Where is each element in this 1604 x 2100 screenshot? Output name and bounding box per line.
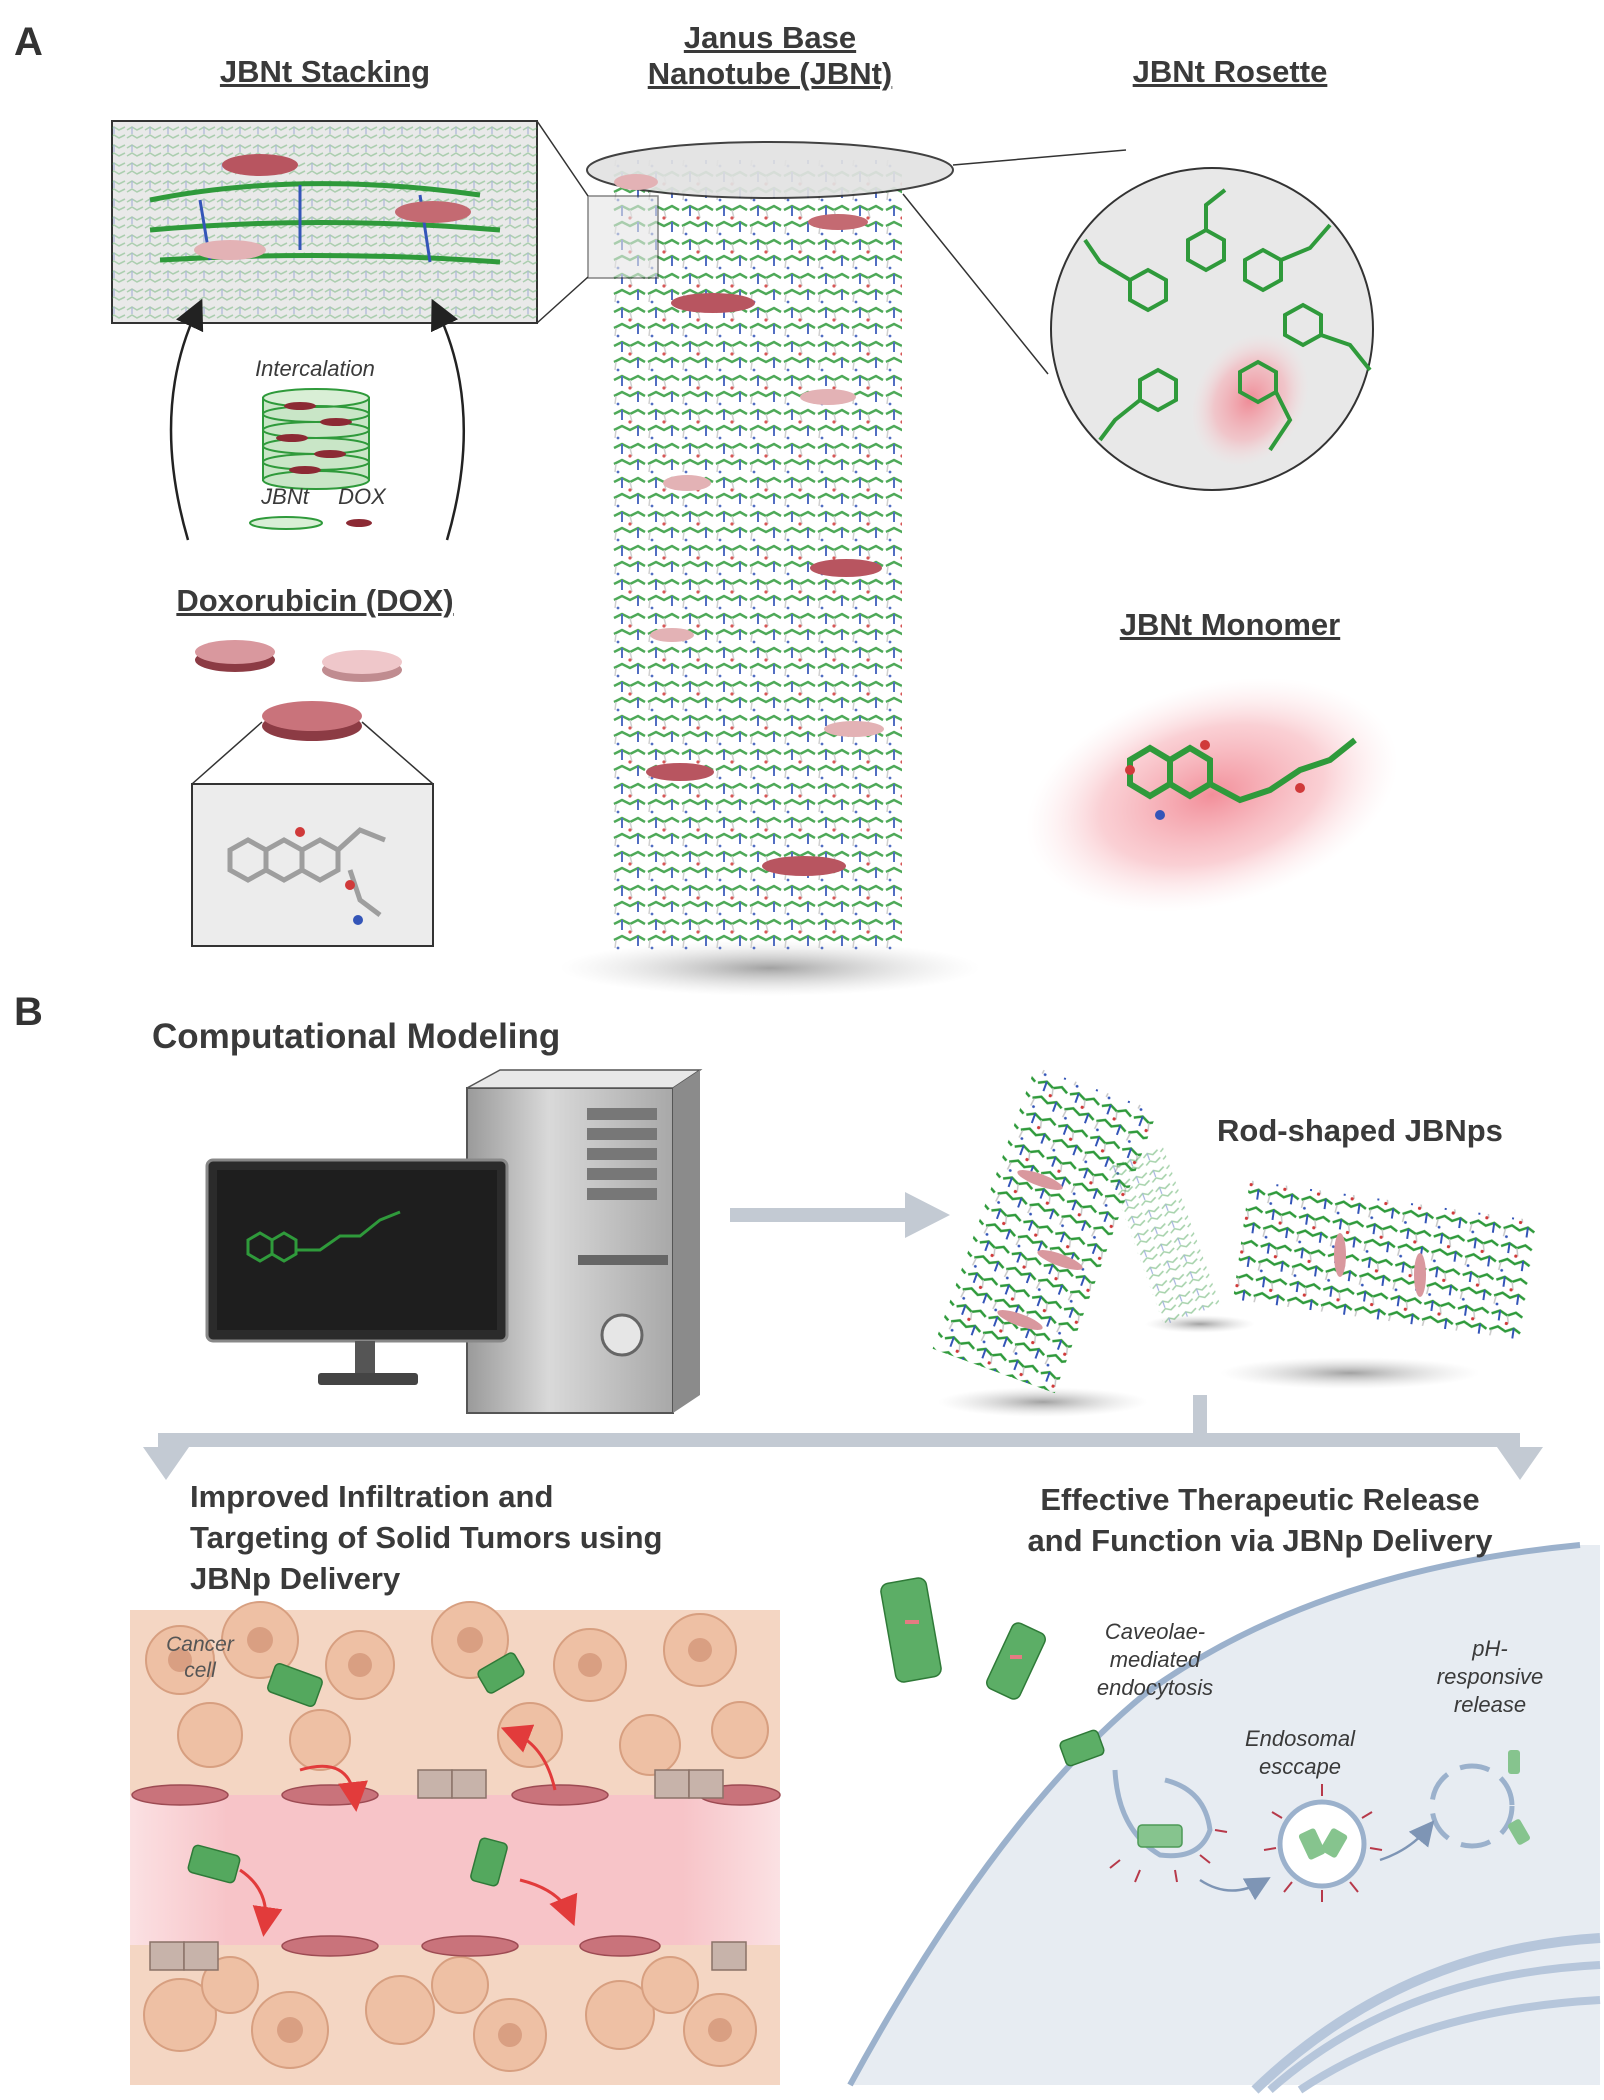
ph-release-label: pH- responsive release [1420,1635,1560,1719]
intercalation-label: Intercalation [255,356,375,381]
legend-jbnt-label: JBNt [261,484,309,509]
rosette-title: JBNt Rosette [1132,54,1328,89]
computer [205,1069,703,1414]
cell-interior [847,1542,1601,2094]
caveolae-line1: Caveolae- [1104,1619,1206,1644]
dox-title: Doxorubicin (DOX) [176,583,454,618]
left-heading: Improved Infiltration and Targeting of S… [190,1476,662,1599]
endosomal-line2: esccape [1259,1754,1341,1779]
ph-line1: pH- [1472,1636,1508,1661]
nanotube-title-line2: Nanotube (JBNt) [647,56,893,91]
right-heading-line1: Effective Therapeutic Release [1040,1482,1480,1517]
ph-line2: responsive [1436,1664,1544,1689]
stacking-title: JBNt Stacking [219,54,431,89]
caveolae-label: Caveolae- mediated endocytosis [1080,1618,1230,1702]
left-heading-line2: Targeting of Solid Tumors using [190,1520,663,1555]
nanotube-column [560,141,980,996]
right-heading-line2: and Function via JBNp Delivery [1027,1523,1493,1558]
split-bracket [143,1395,1543,1480]
caveolae-line2: mediated [1109,1647,1201,1672]
rod-jbnps [932,1066,1537,1417]
panel-letter-a: A [14,20,43,64]
right-heading: Effective Therapeutic Release and Functi… [960,1479,1560,1561]
nanotube-title: Janus Base Nanotube (JBNt) [610,20,930,92]
caveolae-line3: endocytosis [1096,1675,1214,1700]
cancer-cell-label: Cancer cell [150,1632,250,1684]
nanotube-title-line1: Janus Base [683,20,857,55]
legend-dox-label: DOX [338,484,386,509]
left-heading-line3: JBNp Delivery [190,1561,401,1596]
panel-letter-b: B [14,990,43,1034]
intercalation-stack [249,388,372,530]
cancer-cell-line2: cell [184,1659,216,1682]
monomer-molecule [1026,677,1398,913]
dox-discs [191,640,434,947]
left-heading-line1: Improved Infiltration and [190,1479,554,1514]
stacking-box [111,120,538,324]
modeling-title: Computational Modeling [152,1017,561,1056]
endosomal-label: Endosomal esccape [1230,1725,1370,1781]
monomer-title: JBNt Monomer [1119,607,1341,642]
rosette-circle [1050,167,1374,491]
endosomal-line1: Endosomal [1244,1726,1356,1751]
rod-title: Rod-shaped JBNps [1217,1113,1503,1148]
ph-line3: release [1453,1692,1527,1717]
cancer-cell-line1: Cancer [166,1633,234,1656]
tumor-tissue [130,1601,781,2085]
